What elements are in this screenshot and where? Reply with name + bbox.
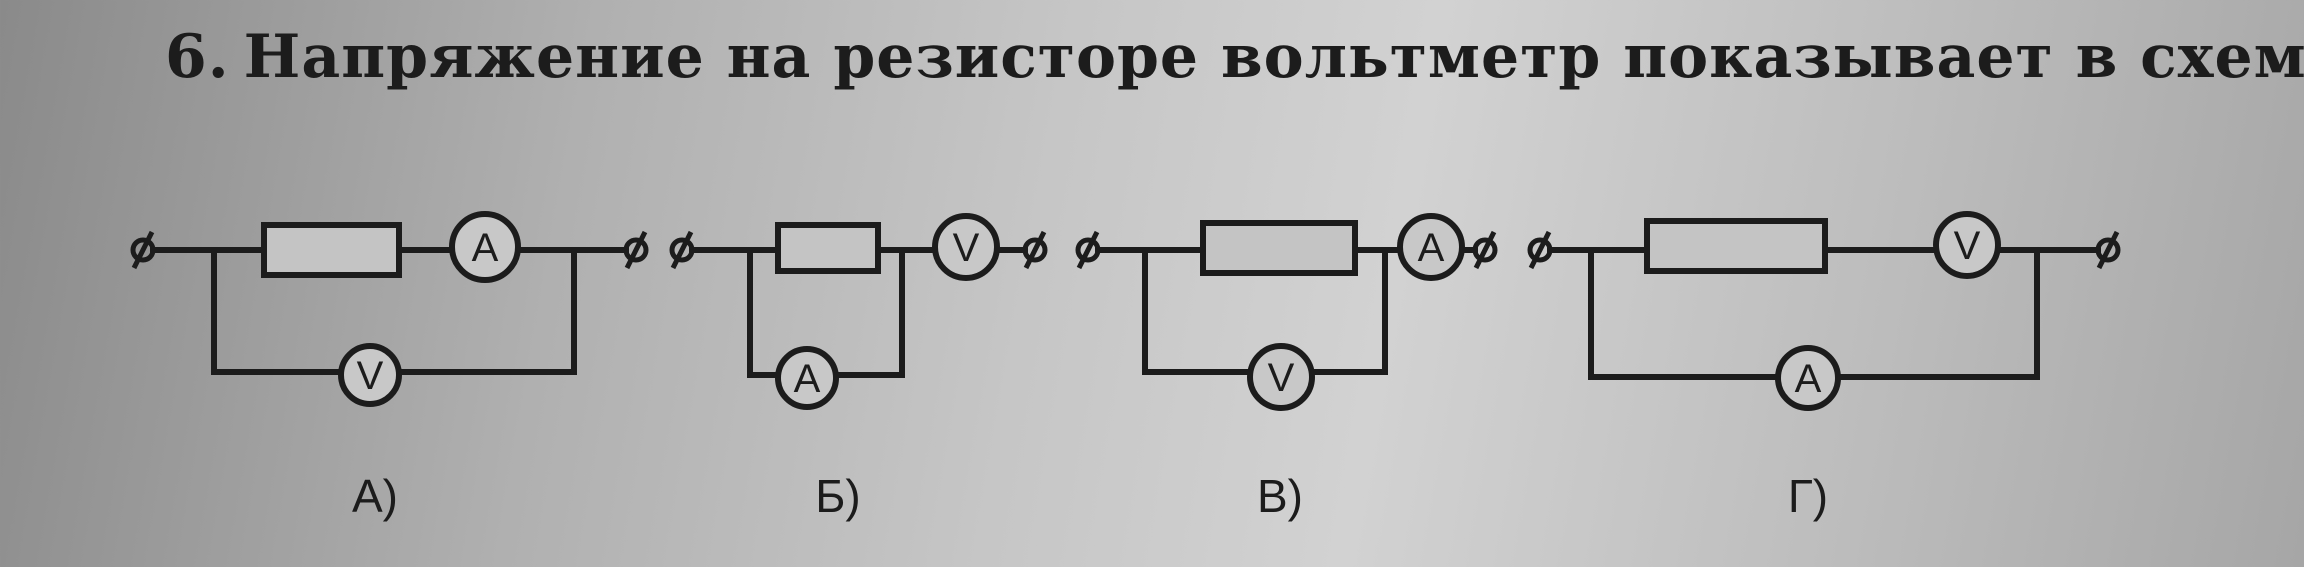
terminal-icon: [1022, 230, 1048, 270]
circuit-d: V A Г): [1527, 211, 2121, 522]
wire: [689, 247, 1028, 378]
ammeter-icon: A: [775, 346, 839, 410]
circuit-b: V A Б): [669, 213, 1048, 522]
circuit-a: A V А): [130, 211, 649, 522]
question-body: Напряжение на резисторе вольтметр показы…: [243, 22, 2304, 92]
circuit-c: A V В): [1075, 213, 1498, 522]
terminal-icon: [623, 230, 649, 270]
wire: [1095, 247, 1478, 375]
wire: [1547, 247, 2101, 380]
meter-letter: V: [953, 226, 980, 270]
meter-letter: A: [1418, 226, 1445, 270]
meter-letter: V: [357, 354, 384, 398]
meter-letter: V: [1268, 356, 1295, 400]
option-label: Б): [815, 470, 861, 522]
voltmeter-icon: V: [338, 343, 402, 407]
ammeter-icon: A: [1397, 213, 1465, 281]
option-label: А): [352, 470, 398, 522]
resistor: [261, 222, 402, 278]
resistor: [1200, 220, 1358, 276]
ammeter-icon: A: [449, 211, 521, 283]
option-label: Г): [1788, 470, 1828, 522]
voltmeter-icon: V: [1247, 343, 1315, 411]
meter-letter: A: [1795, 357, 1822, 401]
meter-letter: V: [1954, 224, 1981, 268]
voltmeter-icon: V: [932, 213, 1000, 281]
meter-letter: A: [794, 357, 821, 401]
question-text: 6.Напряжение на резисторе вольтметр пока…: [165, 22, 2304, 92]
meter-letter: A: [472, 226, 499, 270]
resistor: [775, 222, 881, 274]
resistor: [1644, 218, 1828, 274]
terminal-icon: [1472, 230, 1498, 270]
voltmeter-icon: V: [1933, 211, 2001, 279]
option-label: В): [1257, 470, 1303, 522]
ammeter-icon: A: [1775, 345, 1841, 411]
terminal-icon: [2095, 230, 2121, 270]
question-number: 6.: [165, 22, 230, 92]
wire: [150, 247, 629, 375]
